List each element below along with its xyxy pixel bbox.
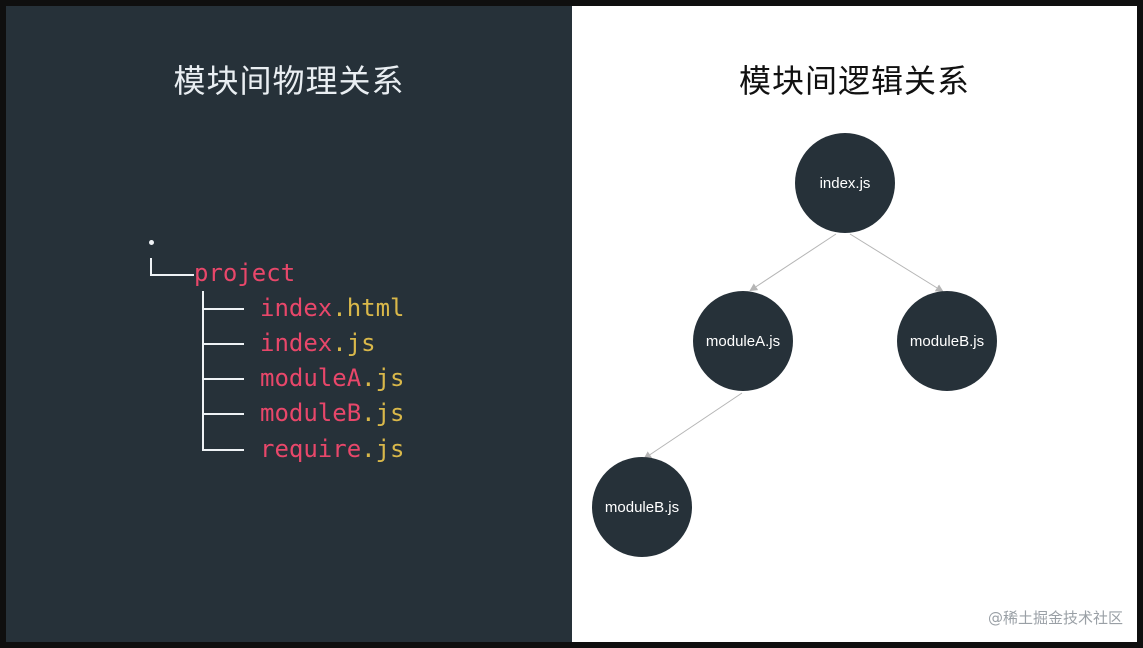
tree-branch-4 (202, 449, 244, 451)
tree-branch-0 (202, 308, 244, 310)
edge-index-to-moduleB (849, 233, 944, 293)
tree-root-connector-vertical (150, 258, 152, 276)
node-moduleB-js-child-label: moduleB.js (605, 499, 679, 516)
file-tree: project index.html index.js moduleA.js m… (6, 6, 572, 642)
node-moduleA-js-label: moduleA.js (706, 333, 780, 350)
tree-children-trunk (202, 291, 204, 451)
physical-relation-panel: 模块间物理关系 project index.html index.js modu… (6, 6, 572, 642)
tree-branch-3 (202, 413, 244, 415)
edge-moduleA-to-moduleB (643, 392, 743, 460)
physical-relation-title: 模块间物理关系 (173, 62, 405, 100)
node-moduleA-js: moduleA.js (693, 291, 793, 391)
tree-file-item: moduleA.js (260, 364, 405, 392)
project-folder-label: project (194, 259, 296, 287)
tree-root-dot (149, 240, 154, 245)
tree-file-item: index.js (260, 329, 376, 357)
node-moduleB-js-label: moduleB.js (910, 333, 984, 350)
tree-root-connector-horizontal (150, 274, 194, 276)
tree-file-item: index.html (260, 294, 405, 322)
tree-file-item: moduleB.js (260, 399, 405, 427)
tree-branch-1 (202, 343, 244, 345)
node-moduleB-js: moduleB.js (897, 291, 997, 391)
logical-relation-panel: 模块间逻辑关系 index.js moduleA.js moduleB.js m… (572, 6, 1137, 642)
node-index-js: index.js (795, 133, 895, 233)
node-index-js-label: index.js (820, 175, 871, 192)
tree-branch-2 (202, 378, 244, 380)
edge-index-to-moduleA (749, 233, 837, 292)
logical-relation-title: 模块间逻辑关系 (738, 62, 970, 100)
tree-file-item: require.js (260, 435, 405, 463)
watermark-text: @稀土掘金技术社区 (987, 609, 1123, 627)
module-dependency-graph: index.js moduleA.js moduleB.js moduleB.j… (592, 133, 997, 557)
node-moduleB-js-child: moduleB.js (592, 457, 692, 557)
